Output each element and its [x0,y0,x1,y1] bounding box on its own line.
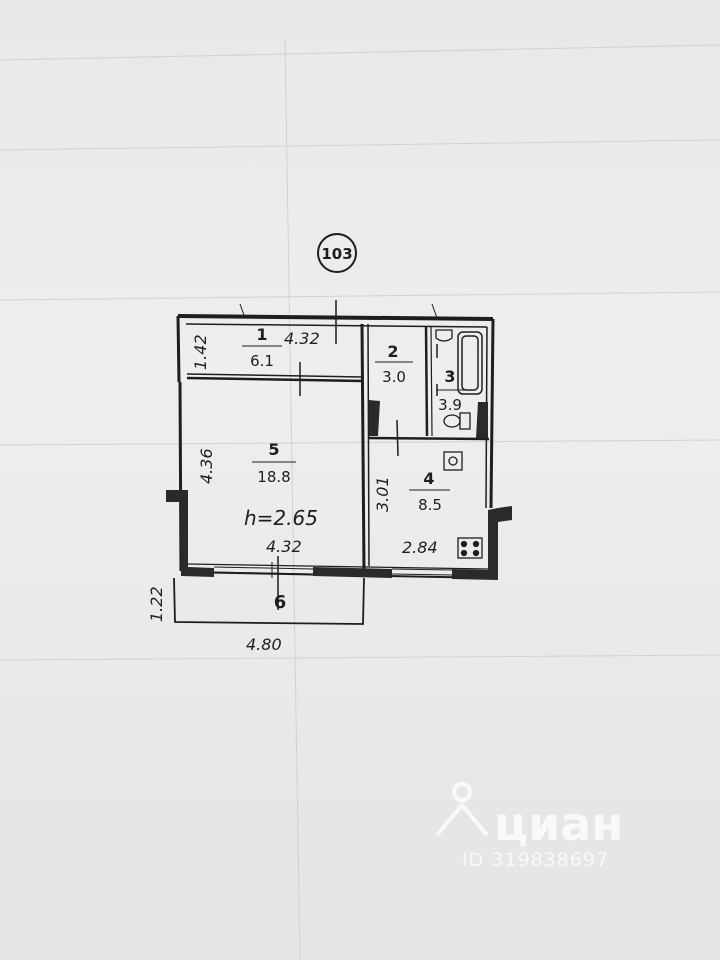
watermark-listing-id: ID 319838697 [462,849,609,871]
outer-wall-left-hall [176,315,181,383]
thick-walls [166,400,512,580]
room-5-label: 5 18.8 h=2.65 [244,440,318,530]
hall-length-dimension: 4.32 [284,329,320,348]
partition-living-kitchen [360,323,366,572]
wall-block-left [166,490,214,577]
room-3-label: 3 3.9 [436,367,464,414]
hall-wall-bottom [186,373,364,378]
kitchen-sink-icon [443,451,463,471]
door-jamb-wc-left [369,400,380,436]
toilet-icon [443,412,471,430]
watermark-brand: циан [494,797,623,851]
partition-living-kitchen-inner [367,323,370,567]
kitchen-width-dimension: 2.84 [402,538,438,557]
room-1-area: 6.1 [250,352,274,370]
room-1-number: 1 [256,325,267,344]
wall-block-bottom-mid [313,567,392,578]
wall-block-bottom-right [452,508,498,580]
room-2-number: 2 [387,342,398,361]
room-4-number: 4 [423,469,434,488]
living-depth-dimension: 4.36 [197,448,216,484]
balcony-length-dimension: 4.80 [246,635,282,654]
balcony-outline [173,577,365,625]
living-width-dimension: 4.32 [266,537,302,556]
room-2-area: 3.0 [382,368,406,386]
kitchen-wall-top [367,436,490,441]
partition-wc-hall2 [430,325,433,437]
room-1-label: 1 6.1 [242,325,282,370]
apartment-number: 103 [321,245,352,263]
map-pin-icon [435,782,489,837]
room-6-number: 6 [274,592,287,613]
room-3-number: 3 [444,367,455,386]
room-4-label: 4 8.5 [409,469,450,514]
bathtub-icon [457,331,483,395]
door-marks [277,300,438,610]
washbasin-icon [435,329,453,342]
outer-wall-bottom-inner [187,563,489,570]
ceiling-height: h=2.65 [244,506,318,530]
kitchen-depth-dimension: 3.01 [373,476,392,512]
room-3-area: 3.9 [438,396,462,414]
windows [213,303,453,578]
outer-wall-right [489,318,495,509]
apartment-number-badge: 103 [317,233,357,273]
room-2-label: 2 3.0 [375,342,413,386]
room-5-number: 5 [268,440,279,459]
balcony-depth-dimension: 1.22 [147,586,166,622]
room-5-area: 18.8 [257,468,290,486]
room-4-area: 8.5 [418,496,442,514]
watermark: циан ID 319838697 [435,782,623,871]
door-jamb-wc-right [476,402,488,438]
partition-wc-bath [424,325,429,437]
wall-block-right-notch [498,506,512,522]
stove-icon [457,537,483,559]
background-ruling [0,39,720,960]
hall-width-dimension: 1.42 [191,334,210,370]
living-room-wall-top [186,376,364,383]
